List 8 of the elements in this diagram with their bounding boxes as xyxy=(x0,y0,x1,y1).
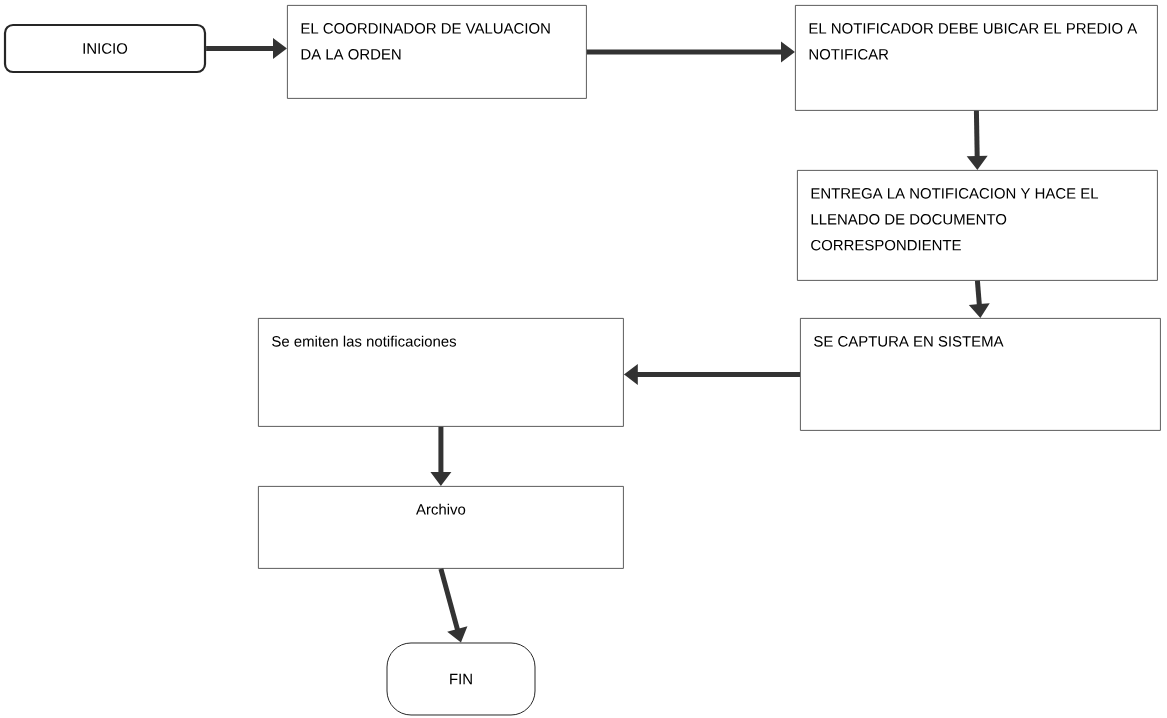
process-box: Se emiten las notificaciones xyxy=(258,318,624,427)
process-box: ENTREGA LA NOTIFICACION Y HACE EL LLENADO DE DOCUMENTO CORRESPONDIENTE xyxy=(797,170,1158,281)
process-box: EL NOTIFICADOR DEBE UBICAR EL PREDIO A NOTIFICAR xyxy=(795,5,1158,111)
end-terminal: FIN xyxy=(386,642,536,716)
process-box: SE CAPTURA EN SISTEMA xyxy=(800,318,1161,431)
start-box: INICIO xyxy=(3,23,207,74)
process-box: EL COORDINADOR DE VALUACION DA LA ORDEN xyxy=(287,5,587,99)
process-box: Archivo xyxy=(258,486,624,569)
